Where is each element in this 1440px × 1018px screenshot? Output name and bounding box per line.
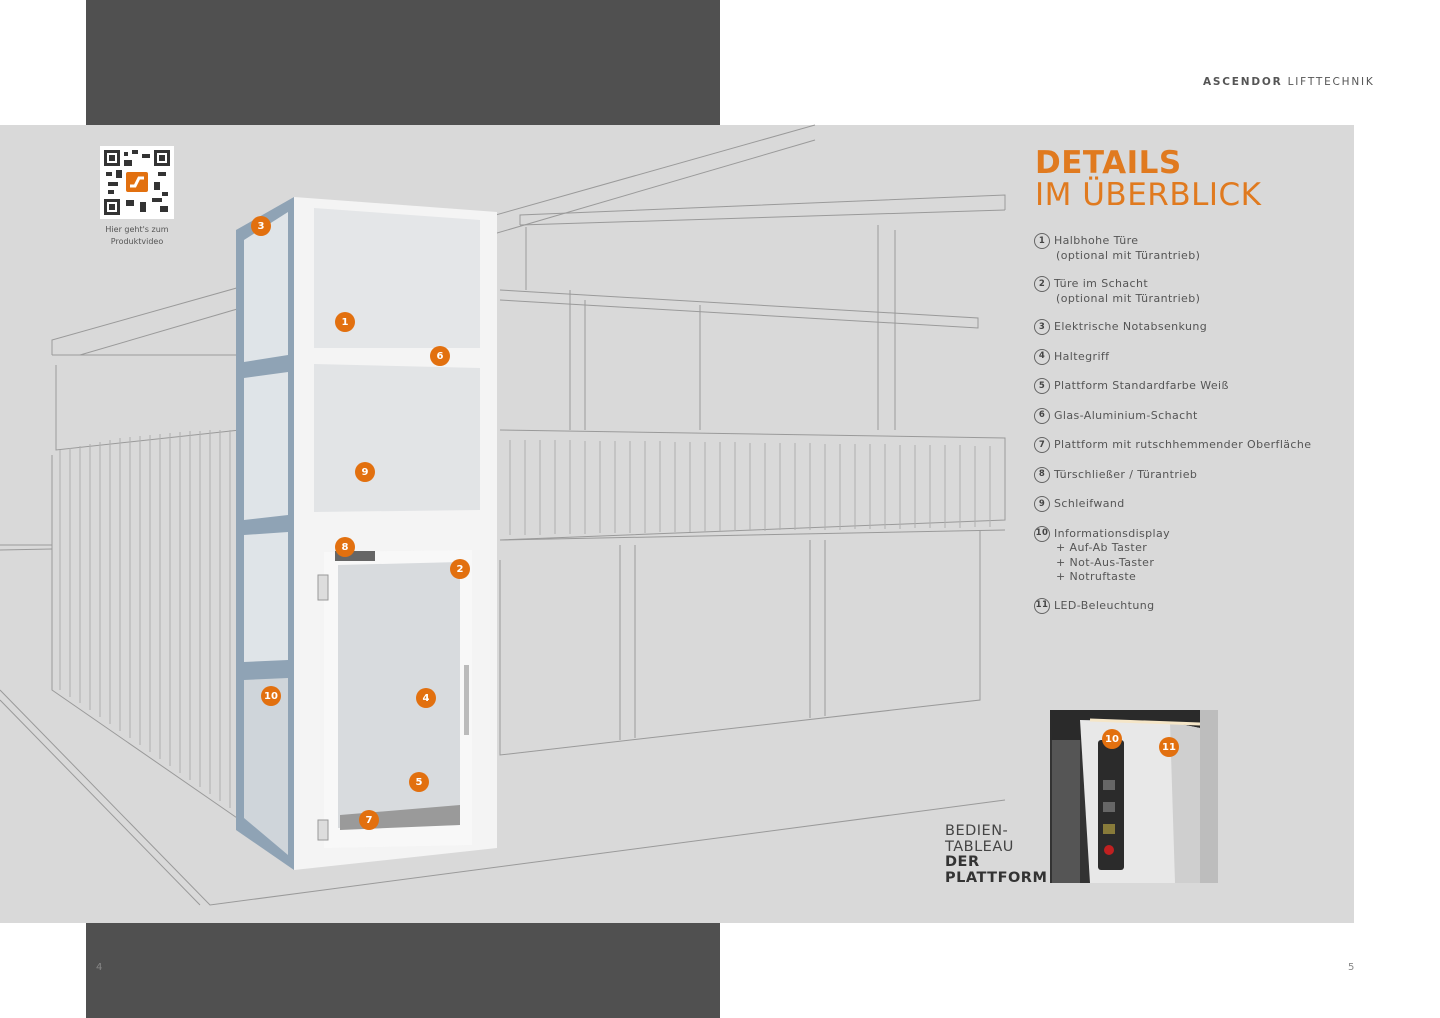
marker-7: 7 <box>359 810 379 830</box>
detail-number-badge: 8 <box>1034 466 1050 483</box>
marker-5: 5 <box>409 772 429 792</box>
detail-number-badge: 10 <box>1034 525 1050 542</box>
detail-item: 4 Haltegriff <box>1034 348 1344 365</box>
title-line1: DETAILS <box>1035 145 1182 181</box>
detail-label: Informationsdisplay <box>1054 526 1171 540</box>
qr-code-image <box>104 150 170 215</box>
detail-text: Haltegriff <box>1054 350 1109 365</box>
detail-text: Elektrische Notabsenkung <box>1054 320 1207 335</box>
detail-label: Türschließer / Türantrieb <box>1054 467 1198 481</box>
detail-number-badge: 11 <box>1034 597 1050 614</box>
detail-label: Glas-Aluminium-Schacht <box>1054 408 1198 422</box>
page-title: DETAILS IM ÜBERBLICK <box>1035 147 1261 211</box>
detail-text: Türschließer / Türantrieb <box>1054 468 1197 483</box>
inset-marker-10: 10 <box>1102 729 1122 749</box>
caption-line1: BEDIEN- <box>945 823 1009 839</box>
detail-number-badge: 2 <box>1034 276 1050 292</box>
detail-number-badge: 3 <box>1034 319 1050 335</box>
detail-item: 5 Plattform Standardfarbe Weiß <box>1034 378 1344 394</box>
detail-label: Plattform Standardfarbe Weiß <box>1054 379 1229 392</box>
detail-text: Türe im Schacht(optional mit Türantrieb) <box>1054 277 1200 306</box>
detail-text: Plattform Standardfarbe Weiß <box>1054 379 1229 394</box>
qr-caption: Hier geht's zum Produktvideo <box>96 224 178 248</box>
marker-8: 8 <box>335 537 355 557</box>
dark-band-bottom <box>86 923 720 1018</box>
detail-text: Glas-Aluminium-Schacht <box>1054 409 1198 424</box>
control-panel-image <box>1050 710 1218 883</box>
brand-header: ASCENDOR LIFTTECHNIK <box>1203 76 1375 88</box>
detail-label: LED-Beleuchtung <box>1054 598 1155 612</box>
detail-sub: + Not-Aus-Taster <box>1056 555 1155 569</box>
detail-item: 7 Plattform mit rutschhemmender Oberfläch… <box>1034 437 1344 453</box>
detail-number-badge: 7 <box>1034 437 1050 453</box>
detail-item: 11 LED-Beleuchtung <box>1034 597 1344 614</box>
marker-4: 4 <box>416 688 436 708</box>
detail-number-badge: 6 <box>1034 407 1050 424</box>
inset-marker-11: 11 <box>1159 737 1179 757</box>
detail-number-badge: 4 <box>1034 348 1050 365</box>
detail-number-badge: 5 <box>1034 378 1050 394</box>
marker-2: 2 <box>450 559 470 579</box>
caption-line4: PLATTFORM <box>945 869 1048 886</box>
detail-label: Türe im Schacht <box>1054 277 1149 290</box>
detail-number-badge: 1 <box>1034 233 1050 249</box>
dark-band-top <box>86 0 720 125</box>
detail-text: Halbhohe Türe(optional mit Türantrieb) <box>1054 234 1200 263</box>
detail-label: Haltegriff <box>1054 349 1110 363</box>
detail-text: Schleifwand <box>1054 497 1125 512</box>
qr-caption-line1: Hier geht's zum <box>105 225 169 234</box>
detail-item: 9 Schleifwand <box>1034 496 1344 512</box>
detail-sub: (optional mit Türantrieb) <box>1056 291 1201 305</box>
marker-3: 3 <box>251 216 271 236</box>
brand-light: LIFTTECHNIK <box>1287 76 1375 88</box>
page-number-right: 5 <box>1348 962 1355 973</box>
detail-label: Plattform mit rutschhemmender Oberfläche <box>1054 438 1312 451</box>
qr-caption-line2: Produktvideo <box>110 237 164 246</box>
marker-9: 9 <box>355 462 375 482</box>
caption-line2: TABLEAU <box>945 838 1014 855</box>
detail-label: Elektrische Notabsenkung <box>1054 320 1208 333</box>
detail-text: Plattform mit rutschhemmender Oberfläche <box>1054 438 1311 453</box>
detail-item: 3 Elektrische Notabsenkung <box>1034 319 1344 335</box>
detail-label: Schleifwand <box>1054 497 1125 510</box>
detail-text: Informationsdisplay+ Auf-Ab Taster+ Not-… <box>1054 527 1170 585</box>
detail-sub: + Auf-Ab Taster <box>1056 541 1148 554</box>
control-panel-photo: 10 11 <box>1050 710 1218 883</box>
detail-label: Halbhohe Türe <box>1054 234 1139 247</box>
detail-sub: (optional mit Türantrieb) <box>1056 248 1201 262</box>
detail-text: LED-Beleuchtung <box>1054 599 1155 614</box>
title-line2: IM ÜBERBLICK <box>1035 177 1262 213</box>
marker-6: 6 <box>430 346 450 366</box>
marker-10: 10 <box>261 686 281 706</box>
detail-number-badge: 9 <box>1034 496 1050 512</box>
caption-line3: DER <box>945 854 980 870</box>
control-panel-caption: BEDIEN- TABLEAU DER PLATTFORM <box>945 823 1048 886</box>
detail-item: 6 Glas-Aluminium-Schacht <box>1034 407 1344 424</box>
qr-code[interactable] <box>100 146 174 219</box>
brand-bold: ASCENDOR <box>1203 76 1283 88</box>
marker-1: 1 <box>335 312 355 332</box>
detail-item: 8 Türschließer / Türantrieb <box>1034 466 1344 483</box>
page-number-left: 4 <box>96 962 103 973</box>
detail-sub: + Notruftaste <box>1056 570 1137 583</box>
